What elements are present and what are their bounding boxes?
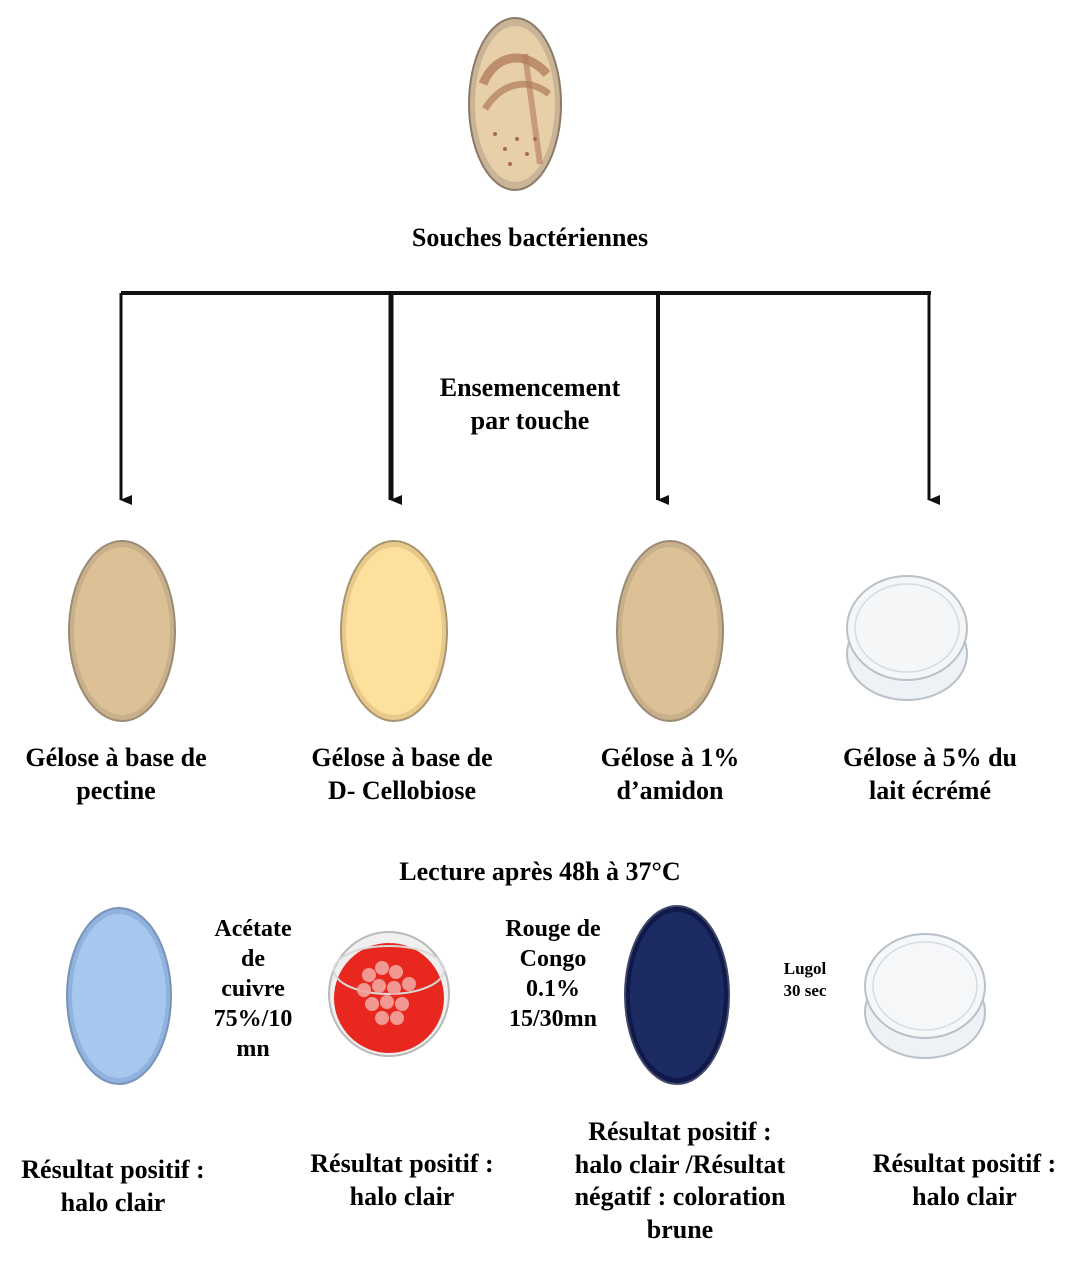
dish-pectine — [66, 536, 178, 726]
result-dish-amidon — [622, 902, 732, 1088]
result-label-lait: Résultat positif : halo clair — [850, 1148, 1079, 1213]
reading-label: Lecture après 48h à 37°C — [300, 856, 780, 889]
reagent-label-acetate: Acétate de cuivre 75%/10 mn — [188, 914, 318, 1064]
reagent-label-lugol: Lugol 30 sec — [760, 958, 850, 1002]
dish-lait — [842, 566, 972, 706]
result-dish-lait — [860, 926, 990, 1066]
result-dish-pectine — [64, 904, 174, 1088]
result-label-cellobiose: Résultat positif : halo clair — [282, 1148, 522, 1213]
source-label: Souches bactériennes — [340, 222, 720, 255]
dish-amidon — [614, 536, 726, 726]
media-label-pectine: Gélose à base de pectine — [0, 742, 232, 807]
dish-cellobiose — [338, 536, 450, 726]
media-label-amidon: Gélose à 1% d’amidon — [555, 742, 785, 807]
result-label-amidon: Résultat positif : halo clair /Résultat … — [545, 1116, 815, 1246]
media-label-cellobiose: Gélose à base de D- Cellobiose — [282, 742, 522, 807]
reagent-label-congo: Rouge de Congo 0.1% 15/30mn — [478, 914, 628, 1034]
method-label: Ensemencement par touche — [380, 372, 680, 437]
result-dish-cellobiose — [324, 920, 454, 1060]
source-petri-dish — [465, 14, 565, 194]
result-label-pectine: Résultat positif : halo clair — [0, 1154, 226, 1219]
media-label-lait: Gélose à 5% du lait écrémé — [800, 742, 1060, 807]
